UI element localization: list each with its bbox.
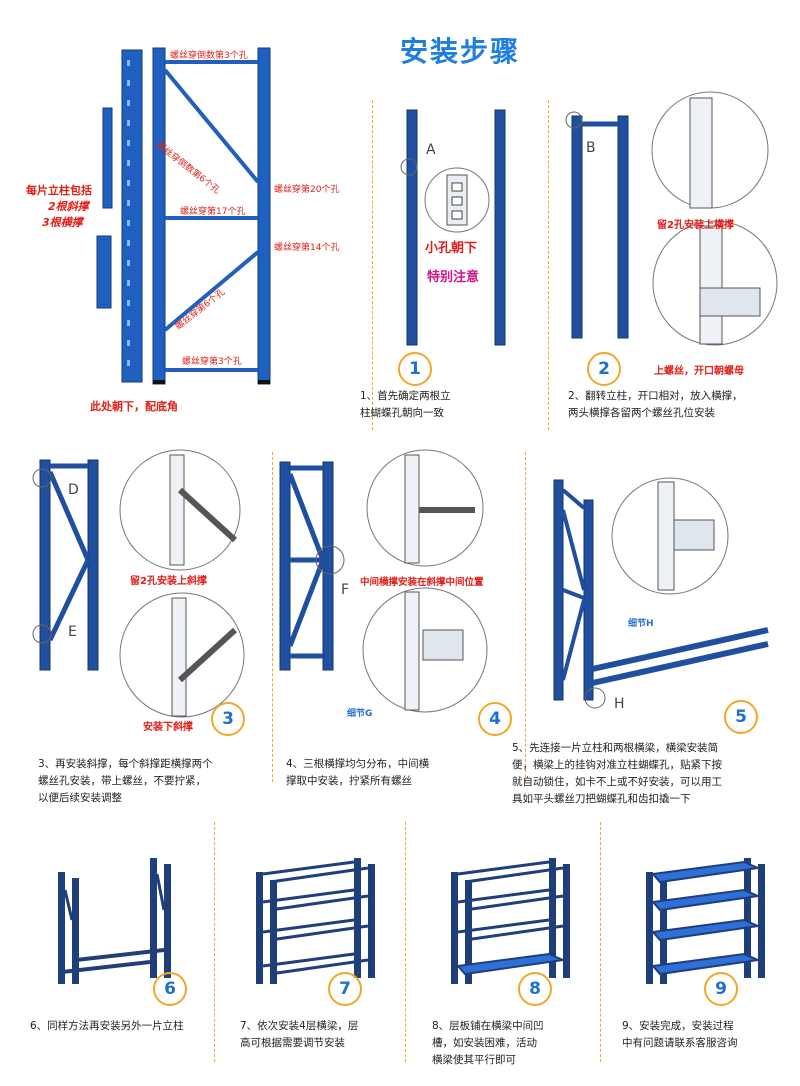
- step-2-desc-line: 2、翻转立柱，开口相对，放入横撑，: [568, 390, 743, 402]
- upright-frame-parts-drawing: [96, 47, 271, 385]
- step-7-desc-line: 7、依次安装4层横梁，层: [240, 1020, 359, 1032]
- step-3-desc-line: 3、再安装斜撑，每个斜撑距横撑两个: [38, 758, 213, 770]
- hole-label-top: 螺丝穿倒数第3个孔: [170, 51, 248, 61]
- step-9-desc-line: 中有问题请联系客服咨询: [622, 1037, 738, 1049]
- step-1-description: 1、首先确定两根立 柱蝴蝶孔朝向一致: [360, 388, 451, 422]
- step-6-number: 6: [153, 972, 187, 1006]
- divider: [548, 100, 549, 430]
- step-2-desc-line: 两头横撑各留两个螺丝孔位安装: [568, 407, 715, 419]
- hole-label-20: 螺丝穿第20个孔: [274, 185, 340, 195]
- divider: [214, 822, 215, 1062]
- parts-note-diag: 2根斜撑: [48, 200, 89, 213]
- step-1-drawing: [400, 109, 506, 346]
- step-8-description: 8、层板铺在横梁中间凹 槽，如安装困难，活动 横梁使其平行即可: [432, 1018, 544, 1069]
- step-2-number: 2: [587, 352, 621, 386]
- step-4-number: 4: [478, 702, 512, 736]
- step-3-description: 3、再安装斜撑，每个斜撑距横撑两个 螺丝孔安装，带上螺丝，不要拧紧， 以便后续安…: [38, 756, 213, 807]
- step-3-number: 3: [211, 702, 245, 736]
- step-1-desc-line: 柱蝴蝶孔朝向一致: [360, 407, 444, 419]
- hole-label-17: 螺丝穿第17个孔: [180, 207, 246, 217]
- step-1-desc-line: 1、首先确定两根立: [360, 390, 451, 402]
- hole-label-3: 螺丝穿第3个孔: [182, 357, 242, 367]
- step-9-drawing: [646, 858, 765, 984]
- step-8-drawing: [451, 858, 570, 984]
- step-2-note-1: 留2孔安装上横撑: [657, 220, 734, 231]
- step-9-description: 9、安装完成，安装过程 中有问题请联系客服咨询: [622, 1018, 738, 1052]
- divider: [525, 452, 526, 782]
- step-5-desc-line: 5、先连接一片立柱和两根横梁，横梁安装简: [512, 742, 719, 754]
- step-9-desc-line: 9、安装完成，安装过程: [622, 1020, 734, 1032]
- hole-label-14: 螺丝穿第14个孔: [274, 243, 340, 253]
- step-8-desc-line: 横梁使其平行即可: [432, 1054, 516, 1066]
- parts-note-each: 每片立柱包括: [26, 184, 92, 197]
- divider: [372, 100, 373, 430]
- step-2-note-2: 上螺丝，开口朝螺母: [654, 366, 744, 377]
- parts-bottom-note: 此处朝下，配底角: [90, 400, 178, 413]
- marker-h: H: [614, 696, 625, 712]
- step-5-desc-line: 具如平头螺丝刀把蝴蝶孔和齿扣撬一下: [512, 793, 691, 805]
- step-9-number: 9: [704, 972, 738, 1006]
- step-3-drawing: [32, 449, 245, 718]
- divider: [600, 822, 601, 1062]
- step-4-desc-line: 撑取中安装，拧紧所有螺丝: [286, 775, 412, 787]
- step-3-desc-line: 以便后续安装调整: [38, 792, 122, 804]
- page-title: 安装步骤: [399, 35, 520, 68]
- step-6-description: 6、同样方法再安装另外一片立柱: [30, 1018, 184, 1035]
- step-5-drawing: [553, 477, 769, 709]
- step-6-drawing: [58, 858, 171, 984]
- step-8-number: 8: [518, 972, 552, 1006]
- step-8-desc-line: 8、层板铺在横梁中间凹: [432, 1020, 544, 1032]
- step-5-desc-line: 便，横梁上的挂钩对准立柱蝴蝶孔，贴紧下按: [512, 759, 722, 771]
- step-4-drawing: [279, 449, 488, 713]
- detail-h-label: 细节H: [628, 619, 654, 629]
- step-4-desc-line: 4、三根横撑均匀分布，中间横: [286, 758, 430, 770]
- step-3-desc-line: 螺丝孔安装，带上螺丝，不要拧紧，: [38, 775, 206, 787]
- step-7-drawing: [256, 858, 375, 984]
- marker-e: E: [68, 624, 77, 640]
- step-3-note-1: 留2孔安装上斜撑: [130, 576, 207, 587]
- marker-d: D: [68, 482, 79, 498]
- step-2-description: 2、翻转立柱，开口相对，放入横撑， 两头横撑各留两个螺丝孔位安装: [568, 388, 743, 422]
- divider: [405, 822, 406, 1062]
- step-1-note-2: 特别注意: [427, 270, 480, 285]
- step-1-note-1: 小孔朝下: [425, 241, 478, 256]
- step-5-description: 5、先连接一片立柱和两根横梁，横梁安装简 便，横梁上的挂钩对准立柱蝴蝶孔，贴紧下…: [512, 740, 722, 808]
- step-6-desc-line: 6、同样方法再安装另外一片立柱: [30, 1020, 184, 1032]
- step-3-note-2: 安装下斜撑: [143, 722, 193, 733]
- step-4-note-1: 中间横撑安装在斜撑中间位置: [360, 577, 484, 588]
- marker-b: B: [586, 140, 596, 156]
- divider: [272, 452, 273, 782]
- step-1-number: 1: [398, 352, 432, 386]
- step-5-desc-line: 就自动锁住，如卡不上或不好安装，可以用工: [512, 776, 722, 788]
- step-7-desc-line: 高可根据需要调节安装: [240, 1037, 345, 1049]
- step-5-number: 5: [724, 700, 758, 734]
- step-2-drawing: [565, 91, 778, 346]
- step-4-description: 4、三根横撑均匀分布，中间横 撑取中安装，拧紧所有螺丝: [286, 756, 429, 790]
- parts-note-horiz: 3根横撑: [42, 216, 83, 229]
- marker-f: F: [341, 582, 350, 598]
- step-7-description: 7、依次安装4层横梁，层 高可根据需要调节安装: [240, 1018, 358, 1052]
- step-7-number: 7: [328, 972, 362, 1006]
- marker-a: A: [426, 142, 436, 158]
- step-8-desc-line: 槽，如安装困难，活动: [432, 1037, 537, 1049]
- detail-g-label: 细节G: [347, 709, 373, 719]
